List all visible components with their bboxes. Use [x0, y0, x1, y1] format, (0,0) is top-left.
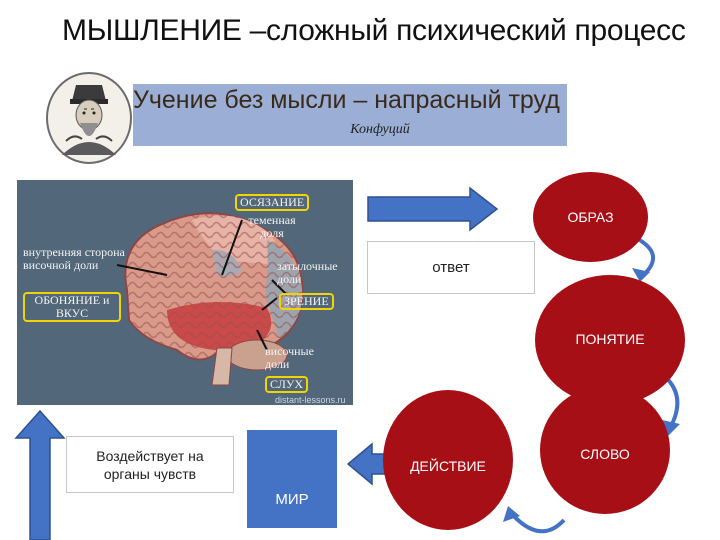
world-box: МИР: [247, 430, 337, 528]
node-image-label: ОБРАЗ: [567, 209, 613, 225]
node-image: ОБРАЗ: [533, 172, 648, 262]
impact-box: Воздействует на органы чувств: [66, 436, 234, 493]
arrow-up-left: [16, 411, 64, 540]
impact-label: Воздействует на органы чувств: [75, 447, 225, 483]
answer-label: ответ: [432, 259, 469, 276]
world-label: МИР: [275, 491, 308, 508]
node-concept-label: ПОНЯТИЕ: [575, 331, 644, 347]
node-action-label: ДЕЙСТВИЕ: [410, 458, 486, 474]
arrow-to-image: [368, 188, 497, 230]
answer-box: ответ: [367, 241, 535, 294]
node-word-label: СЛОВО: [580, 446, 630, 462]
node-word: СЛОВО: [540, 386, 670, 514]
node-action: ДЕЙСТВИЕ: [383, 390, 513, 530]
